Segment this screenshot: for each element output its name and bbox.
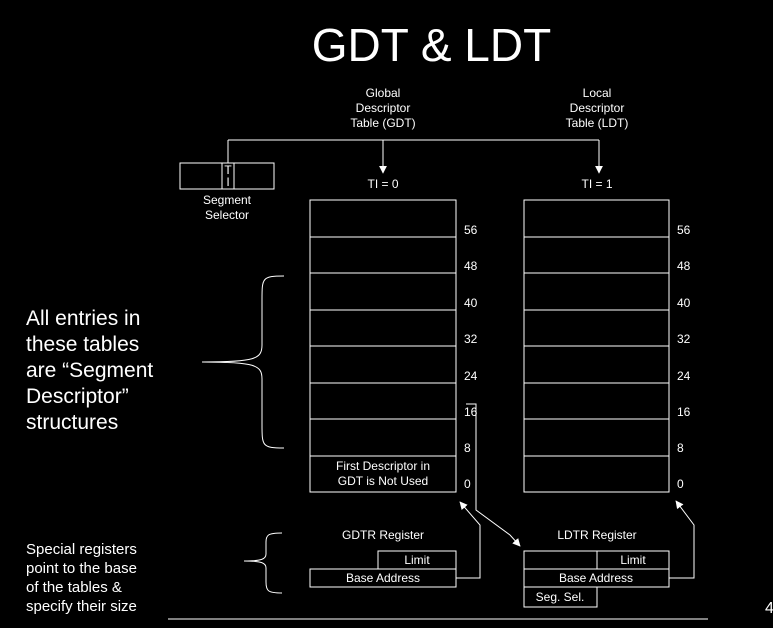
gdt-unused-note: GDT is Not Used [338, 474, 428, 488]
note-line: point to the base [26, 560, 137, 577]
ldtr-limit-label: Limit [620, 553, 646, 567]
note-line: Special registers [26, 541, 137, 558]
gdtr-register-title: GDTR Register [342, 528, 424, 542]
gdt-heading: Global Descriptor Table (GDT) TI = 0 [350, 86, 415, 191]
registers-brace [243, 532, 283, 594]
ldtr-base-label: Base Address [559, 571, 633, 585]
ldt-entry [523, 418, 670, 457]
ldt-table: 56 48 40 32 24 16 8 0 [523, 199, 691, 493]
ldtr-selector-field [523, 586, 598, 608]
ldt-ti-value: TI = 1 [581, 177, 612, 191]
gdt-table: First Descriptor in GDT is Not Used 56 4… [309, 199, 478, 493]
gdt-offset-label: 24 [464, 369, 478, 383]
ldt-offset-label: 0 [677, 477, 684, 491]
gdtr-limit-label: Limit [404, 553, 430, 567]
gdt-entry [309, 199, 457, 238]
ldt-offset-label: 16 [677, 405, 691, 419]
note-line: of the tables & [26, 579, 122, 596]
ldt-offset-label: 32 [677, 332, 691, 346]
ldt-entry [523, 199, 670, 238]
ti-bit-label: T [224, 163, 232, 177]
gdt-entry [309, 382, 457, 420]
gdt-entry [309, 272, 457, 311]
slide-title: GDT & LDT [311, 19, 552, 71]
ti-branch-connector [227, 139, 603, 174]
ldtr-base-pointer-arrow [669, 500, 695, 579]
gdt-offset-label: 8 [464, 441, 471, 455]
gdt-offset-label: 32 [464, 332, 478, 346]
ldtr-register-title: LDTR Register [557, 528, 636, 542]
ldt-entry [523, 272, 670, 311]
gdt-offset-label: 0 [464, 477, 471, 491]
note-line: All entries in [26, 307, 141, 330]
ldtr-register: LDTR Register Limit Base Address Seg. Se… [523, 528, 670, 608]
note-line: these tables [26, 333, 140, 356]
gdt-offset-label: 48 [464, 259, 478, 273]
gdt-entry [309, 345, 457, 384]
gdtr-register: GDTR Register Limit Base Address [309, 528, 457, 588]
segment-selector-label: Selector [205, 208, 249, 222]
gdt-heading-line: Table (GDT) [350, 116, 415, 130]
gdt-unused-note: First Descriptor in [336, 459, 430, 473]
ldt-entry [523, 345, 670, 384]
ldtr-selector-label: Seg. Sel. [536, 590, 585, 604]
ldt-offset-label: 48 [677, 259, 691, 273]
segment-selector: T I Segment Selector [179, 162, 275, 222]
gdt-offset-label: 56 [464, 223, 478, 237]
ldt-offset-label: 24 [677, 369, 691, 383]
gdt-offset-label: 16 [464, 405, 478, 419]
gdt-entry [309, 236, 457, 274]
ldt-heading-line: Table (LDT) [566, 116, 629, 130]
note-line: Descriptor” [26, 385, 129, 408]
ldt-heading-line: Local [583, 86, 612, 100]
ldt-entry [523, 236, 670, 274]
descriptor-structures-note: All entries in these tables are “Segment… [26, 306, 226, 436]
gdt-offset-label: 40 [464, 296, 478, 310]
ldt-offset-label: 8 [677, 441, 684, 455]
gdtr-base-pointer-arrow [456, 501, 481, 579]
note-line: structures [26, 411, 119, 434]
ldt-entry [523, 382, 670, 420]
ldt-heading-line: Descriptor [570, 101, 625, 115]
note-line: specify their size [26, 598, 137, 615]
gdt-heading-line: Global [366, 86, 401, 100]
page-number: 4 [765, 600, 773, 617]
gdt-entry [309, 418, 457, 457]
gdt-entry [309, 309, 457, 347]
note-line: are “Segment [26, 359, 154, 382]
ldt-offset-label: 56 [677, 223, 691, 237]
segment-selector-label: Segment [203, 193, 252, 207]
selector-rpl-field [233, 162, 275, 190]
gdt-ldt-descriptor-arrow [466, 403, 521, 547]
special-registers-note: Special registers point to the base of t… [26, 540, 176, 616]
ldt-offset-label: 40 [677, 296, 691, 310]
gdtr-base-label: Base Address [346, 571, 420, 585]
ti-bit-label: I [226, 175, 229, 189]
gdt-entry-unused [309, 455, 457, 493]
selector-index-field [179, 162, 223, 190]
ldt-heading: Local Descriptor Table (LDT) TI = 1 [566, 86, 629, 191]
ldt-entry [523, 309, 670, 347]
descriptor-entries-brace [201, 275, 285, 449]
gdt-heading-line: Descriptor [356, 101, 411, 115]
ldt-entry [523, 455, 670, 493]
ldtr-upper-field [523, 550, 598, 570]
gdt-ti-value: TI = 0 [367, 177, 398, 191]
